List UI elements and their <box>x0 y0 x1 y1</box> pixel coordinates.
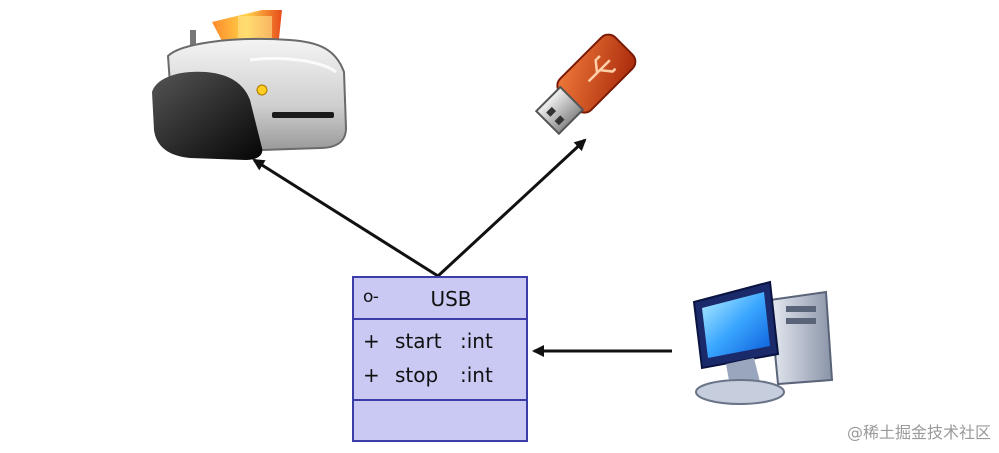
interface-stereotype-icon: o- <box>363 287 379 307</box>
usb-connector-hole-2 <box>554 115 565 126</box>
class-name: USB <box>430 287 472 311</box>
attribute-visibility: + <box>363 363 380 387</box>
desktop-computer-icon <box>692 280 834 405</box>
arrow-usb-to-printer <box>252 158 439 278</box>
printer-front-panel <box>152 71 263 160</box>
attribute-name: start <box>395 329 442 353</box>
printer-paper-sheet <box>238 16 272 42</box>
usb-drive-connector <box>534 85 585 136</box>
watermark: @稀土掘金技术社区 <box>846 423 991 442</box>
monitor-base <box>695 379 785 405</box>
attribute-visibility: + <box>363 329 380 353</box>
tower-drive-bay-2 <box>786 318 816 324</box>
monitor-neck <box>726 358 760 386</box>
attribute-row: + stop :int <box>354 363 526 397</box>
usb-symbol <box>587 55 617 83</box>
usb-flash-drive-icon <box>534 33 637 136</box>
attribute-name: stop <box>395 363 439 387</box>
tower-drive-bay-1 <box>786 306 816 312</box>
uml-methods-compartment <box>354 401 526 440</box>
usb-connector-hole-1 <box>546 106 557 117</box>
computer-tower <box>768 290 834 386</box>
printer-highlight <box>249 57 337 74</box>
attribute-type: :int <box>460 329 493 353</box>
attribute-row: + start :int <box>354 329 526 363</box>
arrow-usb-to-flash-drive <box>436 138 587 278</box>
uml-class-usb: o- USB + start :int + stop :int <box>352 276 528 442</box>
attribute-type: :int <box>460 363 493 387</box>
uml-attributes-compartment: + start :int + stop :int <box>354 320 526 401</box>
monitor-screen <box>702 292 770 358</box>
printer-icon <box>152 10 348 160</box>
printer-paper-slot <box>272 112 334 118</box>
printer-led <box>256 84 268 96</box>
uml-class-header: o- USB <box>354 278 526 320</box>
